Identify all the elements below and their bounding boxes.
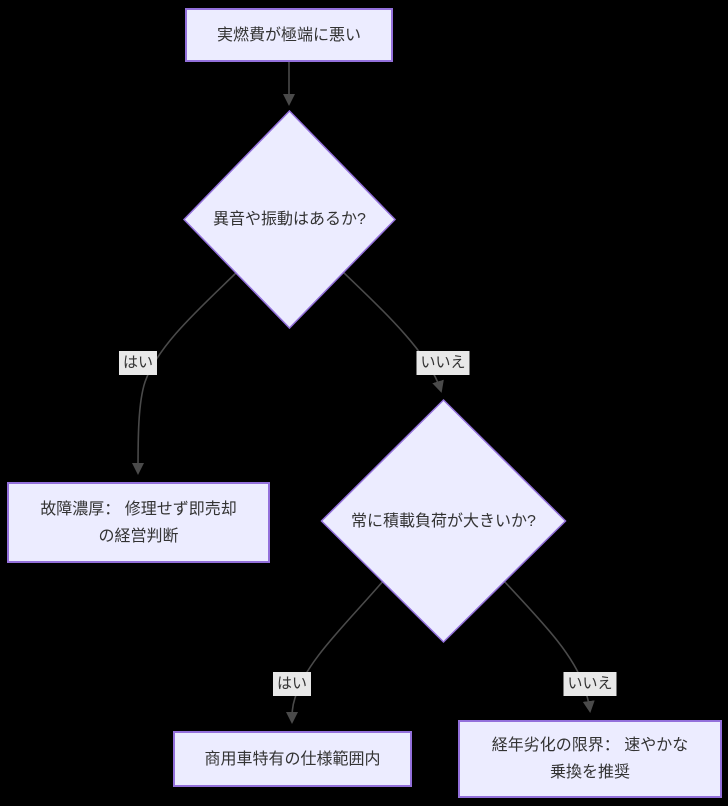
edge-label-q2-yes: はい — [272, 672, 312, 696]
edge-q2-yes-to-spec — [286, 579, 385, 724]
decision-noise-vibration — [182, 109, 397, 330]
node-spec-range: 商用車特有の仕様範囲内 — [173, 731, 412, 787]
edge-label-q2-no: いいえ — [563, 672, 617, 696]
node-fuel-problem: 実燃費が極端に悪い — [185, 8, 393, 62]
edge-q1-no-to-q2 — [342, 271, 444, 393]
edge-label-q1-no: いいえ — [416, 351, 470, 375]
edge-q1-yes-to-sell — [132, 271, 238, 475]
node-sell-decision: 故障濃厚： 修理せず即売却 の経営判断 — [7, 482, 270, 563]
edge-label-q1-yes: はい — [118, 351, 158, 375]
node-replace-recommend: 経年劣化の限界： 速やかな 乗換を推奨 — [458, 720, 722, 798]
decision-load-heavy — [320, 398, 567, 644]
